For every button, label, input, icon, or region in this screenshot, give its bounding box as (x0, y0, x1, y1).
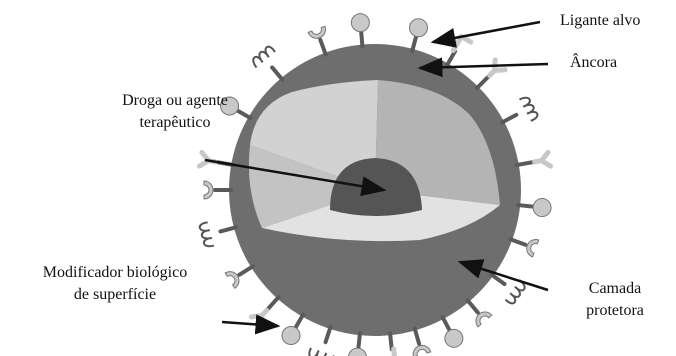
anchor-stick (361, 31, 362, 47)
anchor-stick (239, 266, 253, 274)
label-modifier: Modificador biológico de superfície (0, 262, 230, 306)
label-drug: Droga ou agente terapêutico (90, 90, 260, 134)
ball-surface-item-22 (409, 19, 427, 51)
y-antibody-icon (533, 152, 550, 168)
spring-surface-item-6 (199, 222, 236, 248)
label-anchor: Âncora (570, 52, 617, 74)
ball-ligand-icon (409, 19, 427, 37)
ball-ligand-icon (445, 329, 463, 347)
anchor-stick (477, 77, 488, 88)
spring-surface-item-16 (491, 275, 526, 305)
cup-receptor-icon (411, 343, 431, 356)
label-modifier-line1: Modificador biológico (0, 262, 230, 284)
label-drug-line1: Droga ou agente (90, 90, 260, 112)
coil-modifier-icon (505, 280, 527, 305)
label-drug-line2: terapêutico (90, 112, 260, 134)
anchor-stick (295, 315, 303, 329)
label-modifier-line2: de superfície (0, 284, 230, 306)
ball-ligand-icon (282, 326, 300, 344)
ball-ligand-icon (533, 199, 551, 217)
arrow-target-ligand (433, 22, 540, 42)
anchor-stick (468, 300, 478, 312)
y-surface-item-4 (199, 152, 233, 168)
coil-modifier-icon (199, 222, 214, 248)
cup-surface-item-1 (308, 26, 328, 54)
arrow-modifier (222, 322, 278, 326)
cup-surface-item-15 (468, 300, 492, 326)
cup-receptor-icon (524, 237, 539, 257)
anchor-stick (326, 327, 331, 342)
anchor-stick (412, 35, 416, 50)
anchor-stick (510, 239, 525, 244)
anchor-stick (447, 51, 455, 65)
anchor-stick (390, 333, 392, 349)
spring-surface-item-2 (251, 45, 283, 80)
anchor-stick (272, 67, 282, 79)
anchor-stick (358, 333, 360, 349)
ball-surface-item-9 (282, 315, 303, 345)
anchor-stick (220, 227, 235, 231)
label-protective-layer: Camada protetora (560, 278, 670, 322)
anchor-stick (518, 205, 534, 207)
y-surface-item-8 (251, 297, 278, 326)
spring-surface-item-20 (502, 95, 539, 122)
coil-modifier-icon (251, 45, 275, 67)
ball-ligand-icon (351, 14, 369, 32)
cup-surface-item-5 (204, 181, 231, 199)
anchor-stick (443, 317, 451, 331)
label-anchor-text: Âncora (570, 52, 617, 74)
label-layer-line2: protetora (560, 300, 670, 322)
coil-modifier-icon (519, 95, 538, 121)
l-surface-item-12 (383, 333, 396, 356)
label-target-ligand: Ligante alvo (560, 10, 640, 32)
spring-surface-item-10 (308, 327, 334, 356)
anchor-stick (320, 40, 325, 55)
l-anchor-icon (383, 349, 396, 356)
label-layer-line1: Camada (560, 278, 670, 300)
coil-modifier-icon (308, 348, 334, 356)
ball-surface-item-0 (351, 14, 369, 47)
anchor-stick (268, 297, 279, 309)
anchor-stick (517, 162, 533, 165)
cup-surface-item-17 (510, 237, 538, 257)
label-target-ligand-text: Ligante alvo (560, 10, 640, 32)
ball-ligand-icon (348, 348, 366, 356)
cup-receptor-icon (204, 181, 213, 199)
y-surface-item-23 (477, 60, 505, 88)
ball-surface-item-18 (518, 199, 551, 217)
cup-surface-item-13 (411, 328, 431, 356)
ball-surface-item-14 (443, 317, 463, 347)
ball-surface-item-11 (348, 333, 366, 356)
l-surface-item-21 (447, 37, 471, 66)
anchor-stick (502, 115, 516, 123)
cup-receptor-icon (308, 26, 328, 41)
anchor-stick (415, 328, 419, 343)
y-surface-item-19 (517, 152, 551, 168)
